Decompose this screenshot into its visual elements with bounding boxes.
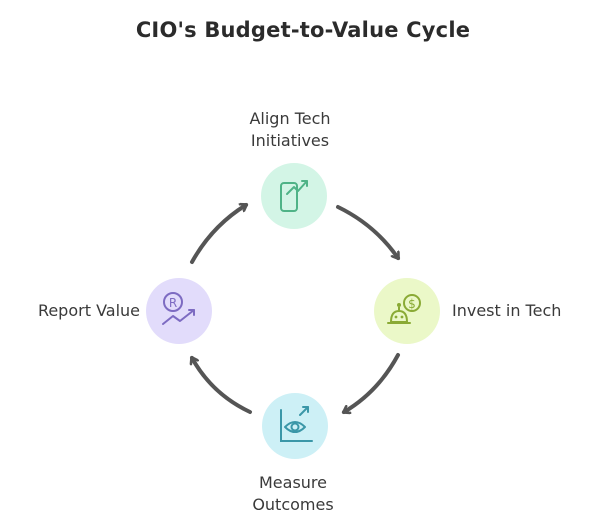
arrow-invest-to-measure [344,353,400,412]
step-node-report: R [146,278,212,344]
step-label-line: Align Tech [249,109,331,128]
step-label-invest: Invest in Tech [452,300,602,322]
diagram-title: CIO's Budget-to-Value Cycle [135,18,471,42]
eye-chart-icon [280,406,313,442]
step-node-align [261,163,327,229]
step-label-line: Report Value [37,301,140,320]
step-label-line: Initiatives [250,131,330,150]
arrow-measure-to-report [192,358,252,414]
currency-trend-icon: R [162,292,195,325]
step-node-invest: $ [374,278,440,344]
svg-text:R: R [169,296,177,310]
arrow-report-to-align [190,205,246,264]
arrow-align-to-invest [336,205,400,258]
step-label-line: Outcomes [252,495,334,514]
step-label-report: Report Value [0,300,140,322]
phone-trend-up-icon [280,180,308,212]
step-node-measure [262,393,328,459]
step-label-measure: Measure Outcomes [218,472,368,516]
svg-text:$: $ [408,297,416,311]
step-label-line: Measure [259,473,327,492]
robot-dollar-icon: $ [387,294,421,324]
step-label-align: Align Tech Initiatives [215,108,365,152]
step-label-line: Invest in Tech [452,301,562,320]
